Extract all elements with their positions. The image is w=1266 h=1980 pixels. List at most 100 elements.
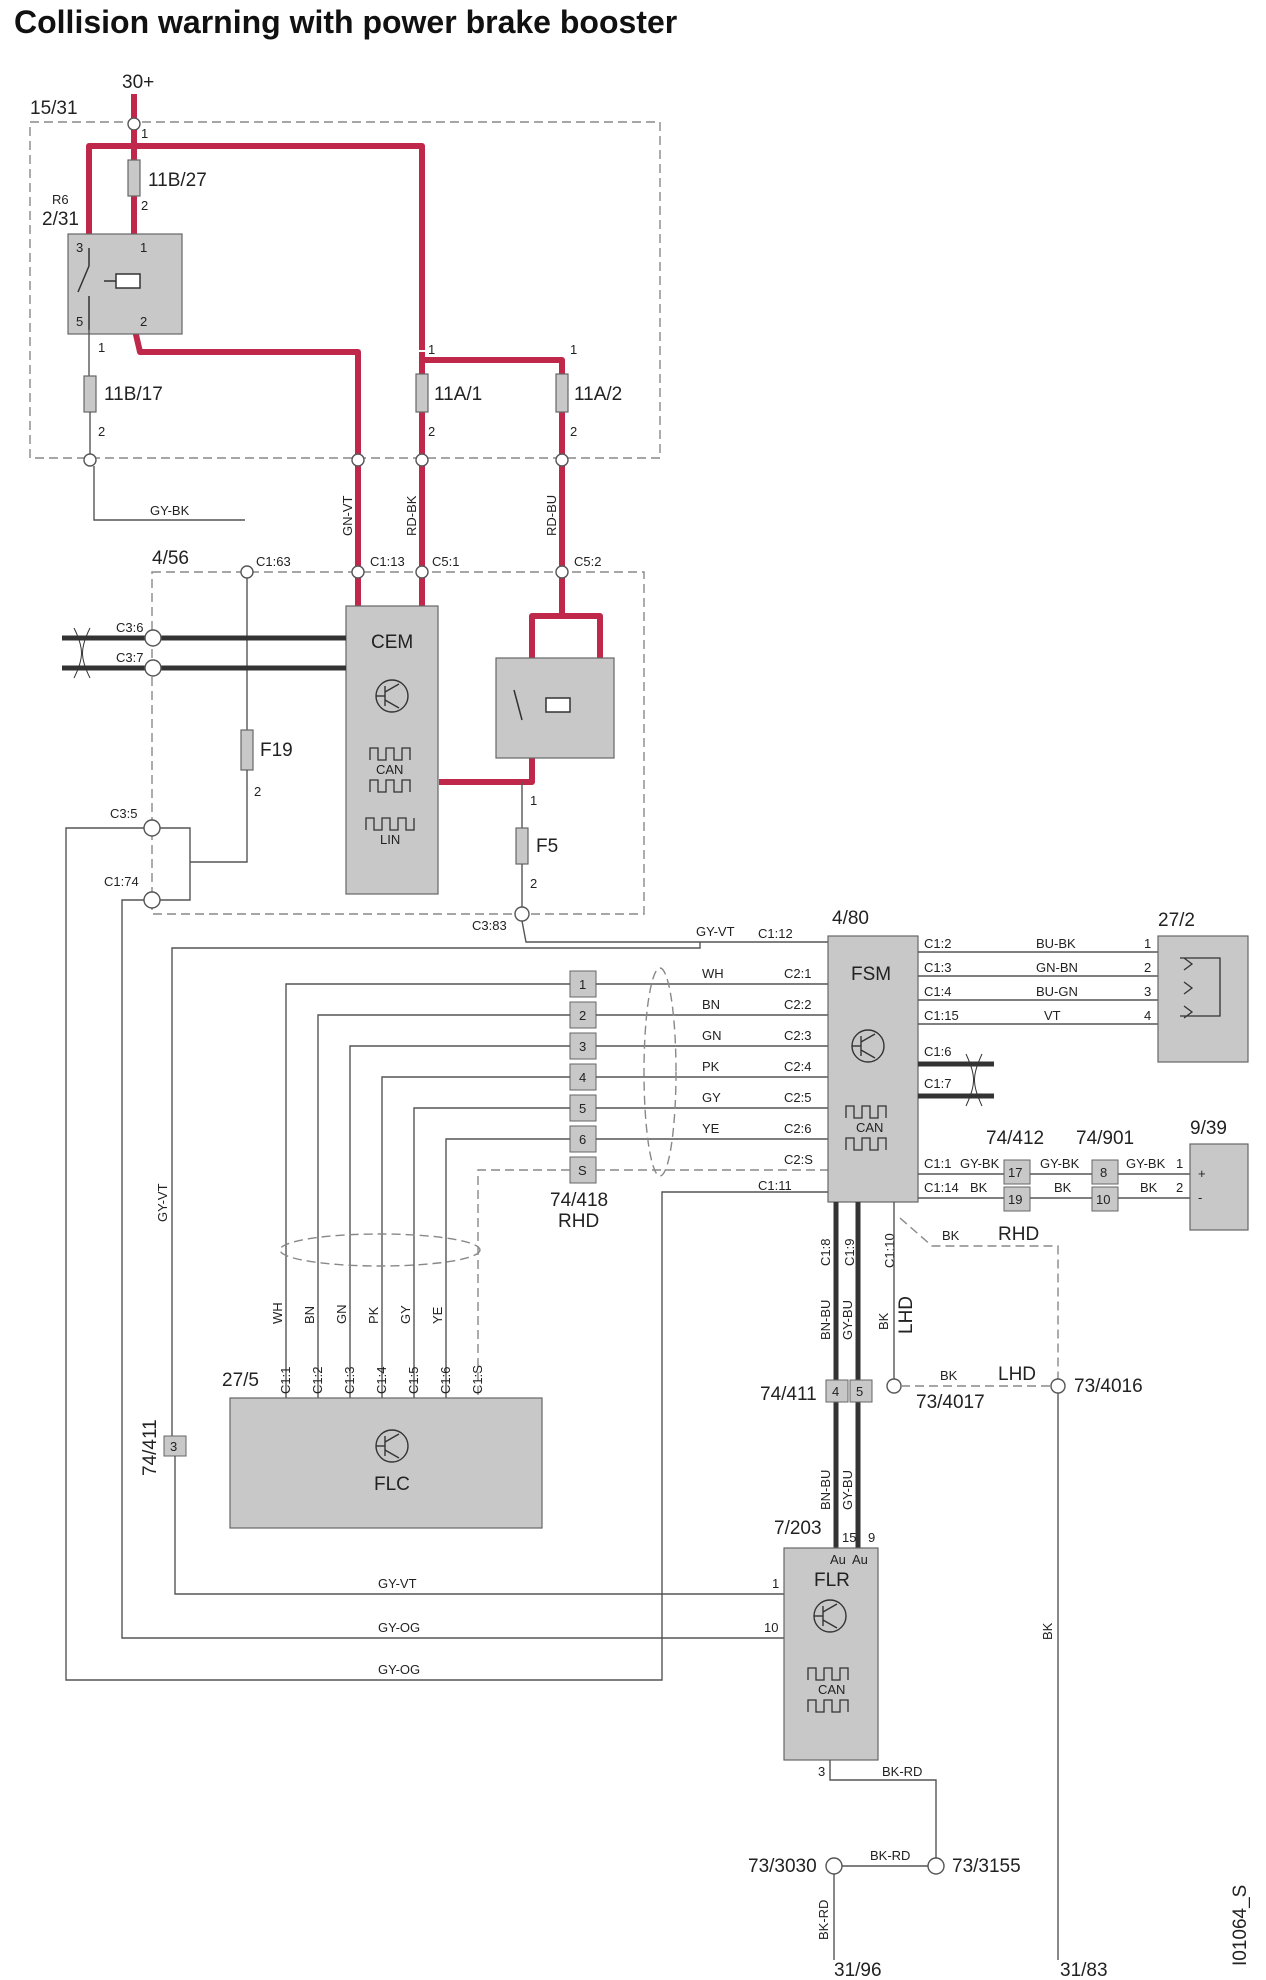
wire-gy-og-c1-74 bbox=[121, 899, 784, 1639]
flc-pin-c1-3: C1:3 bbox=[342, 1367, 357, 1394]
splice-74-418-pin-5: 5 bbox=[579, 1101, 586, 1116]
cem-lin-waveform-icon bbox=[365, 817, 415, 831]
splice-74-418-pin-3: 3 bbox=[579, 1039, 586, 1054]
booster-plus: + bbox=[1198, 1166, 1206, 1181]
flc-wire-gn-label: GN bbox=[334, 1305, 349, 1325]
fsm-pin-c1-10: C1:10 bbox=[882, 1233, 897, 1268]
wire-bk-rhd-label: BK bbox=[942, 1228, 960, 1243]
splice-74-418-variant: RHD bbox=[558, 1211, 599, 1232]
ground-73-3030 bbox=[825, 1857, 843, 1875]
splice-74-411-pin-5-box bbox=[849, 1379, 873, 1403]
wire-gy-og-label-2: GY-OG bbox=[378, 1662, 420, 1677]
splice-74-411-left-pin: 3 bbox=[170, 1439, 177, 1454]
fsm-pin-c2-3: C2:3 bbox=[784, 1028, 811, 1043]
fuse-11b17-label: 11B/17 bbox=[104, 384, 163, 405]
camera-pin-1: 1 bbox=[1144, 936, 1151, 951]
fsm-can-waveform-icon bbox=[845, 1105, 887, 1119]
cem-c3-83-label: C3:83 bbox=[472, 918, 507, 933]
flr-pin-1: 1 bbox=[772, 1576, 779, 1591]
splice-74-418-pin-2: 2 bbox=[579, 1008, 586, 1023]
fsm-name: FSM bbox=[851, 964, 891, 985]
flc-pin-c1-2: C1:2 bbox=[310, 1367, 325, 1394]
flr-name: FLR bbox=[814, 1570, 850, 1591]
flc-unit bbox=[229, 1397, 543, 1529]
fsm-pin-c1-1: C1:1 bbox=[924, 1156, 951, 1171]
splice-74-901-pin-10: 10 bbox=[1096, 1192, 1110, 1207]
wire-gy-vt-label-top: GY-VT bbox=[696, 924, 735, 939]
fsm-pin-c2-6: C2:6 bbox=[784, 1121, 811, 1136]
wire-bk-fsm-label: BK bbox=[970, 1180, 988, 1195]
wire-gy-og-c3-5 bbox=[65, 827, 828, 1681]
cem-boundary bbox=[151, 571, 645, 915]
flc-wire-shield-loop bbox=[279, 1233, 481, 1267]
supply-label: 30+ bbox=[122, 72, 154, 93]
splice-74-412-pin-19-box bbox=[1003, 1186, 1031, 1212]
splice-74-901-id: 74/901 bbox=[1076, 1128, 1134, 1149]
cem-c3-7 bbox=[144, 659, 162, 677]
cem-c3-83 bbox=[514, 906, 530, 922]
lhd-label: LHD bbox=[998, 1364, 1036, 1385]
relay-pin-1: 1 bbox=[140, 240, 147, 255]
camera-wire-1-color: BU-BK bbox=[1036, 936, 1076, 951]
wire-rd-bu-label: RD-BU bbox=[544, 495, 559, 536]
wire-bk-lhd-vertical-label: BK bbox=[876, 1312, 891, 1330]
wire-gy-bk-mid-label: GY-BK bbox=[1040, 1156, 1080, 1171]
wire-gy-bk-fsm-label: GY-BK bbox=[960, 1156, 1000, 1171]
flc-name: FLC bbox=[374, 1474, 410, 1495]
wire-gy-bu-label: GY-BU bbox=[840, 1300, 855, 1340]
splice-74-411-pin-4: 4 bbox=[832, 1384, 839, 1399]
wire-bk-mid-label: BK bbox=[1054, 1180, 1072, 1195]
ground-73-3155-label: 73/3155 bbox=[952, 1856, 1021, 1877]
splice-74-418-pin-4-box bbox=[569, 1063, 597, 1091]
cem-c1-13 bbox=[351, 565, 365, 579]
flr-top-pin-au-1: Au bbox=[830, 1552, 846, 1567]
splice-74-412-pin-19: 19 bbox=[1008, 1192, 1022, 1207]
relay-pin-3: 3 bbox=[76, 240, 83, 255]
flr-pin-10: 10 bbox=[764, 1620, 778, 1635]
ground-73-3155 bbox=[927, 1857, 945, 1875]
fuse-f5-pin-in: 1 bbox=[530, 793, 537, 808]
camera-sensor-icon bbox=[1180, 957, 1221, 1019]
fuse-f5 bbox=[515, 827, 529, 865]
fuse-f19-label: F19 bbox=[260, 740, 293, 761]
splice-74-412-pin-17-box bbox=[1003, 1159, 1031, 1185]
fsm-pin-c1-12: C1:12 bbox=[758, 926, 793, 941]
cem-c5-1-label: C5:1 bbox=[432, 554, 459, 569]
wire-bk-rhd bbox=[899, 1217, 1059, 1384]
cem-can-waveform-icon-2 bbox=[369, 779, 411, 793]
fsm-pin-c1-2: C1:2 bbox=[924, 936, 951, 951]
cem-unit bbox=[345, 605, 439, 895]
cem-bus-twist bbox=[73, 627, 91, 679]
diagram-title: Collision warning with power brake boost… bbox=[14, 4, 678, 40]
flr-unit bbox=[783, 1547, 879, 1761]
cem-c5-2 bbox=[555, 565, 569, 579]
lhd-label-vertical: LHD bbox=[896, 1296, 917, 1334]
splice-74-418-pin-3-box bbox=[569, 1032, 597, 1060]
wire-gy-vt-c3-83-to-fsm bbox=[521, 920, 828, 943]
cem-c3-7-label: C3:7 bbox=[116, 650, 143, 665]
cem-name: CEM bbox=[371, 632, 413, 653]
wire-gn-vt-label: GN-VT bbox=[340, 496, 355, 537]
cem-relay-contact-symbol bbox=[513, 689, 571, 721]
cem-c3-6-label: C3:6 bbox=[116, 620, 143, 635]
wire-gy-og-label-1: GY-OG bbox=[378, 1620, 420, 1635]
fsm-pin-c1-6: C1:6 bbox=[924, 1044, 951, 1059]
fusebox-id: 15/31 bbox=[30, 98, 78, 119]
splice-74-412-id: 74/412 bbox=[986, 1128, 1044, 1149]
wire-bk-rd-vertical-label: BK-RD bbox=[816, 1900, 831, 1940]
wire-gy-bk-right-label: GY-BK bbox=[1126, 1156, 1166, 1171]
fsm-c1-6-7-twist bbox=[965, 1053, 983, 1107]
fuse-f19-pin-out: 2 bbox=[254, 784, 261, 799]
ground-31-96-label: 31/96 bbox=[834, 1960, 882, 1980]
camera-wire-4-color: VT bbox=[1044, 1008, 1061, 1023]
splice-74-412-pin-17: 17 bbox=[1008, 1165, 1022, 1180]
flc-wire-ye bbox=[445, 1138, 570, 1400]
flr-can-label: CAN bbox=[818, 1682, 845, 1697]
camera-pin-3: 3 bbox=[1144, 984, 1151, 999]
fuse-11a1-pin-in: 1 bbox=[428, 342, 435, 357]
fuse-11b27-label: 11B/27 bbox=[148, 170, 207, 191]
flc-pin-c1-s: C1:S bbox=[470, 1365, 485, 1394]
flc-wire-pk-label: PK bbox=[366, 1306, 381, 1324]
wire-bn-bu-label-lower: BN-BU bbox=[818, 1470, 833, 1510]
